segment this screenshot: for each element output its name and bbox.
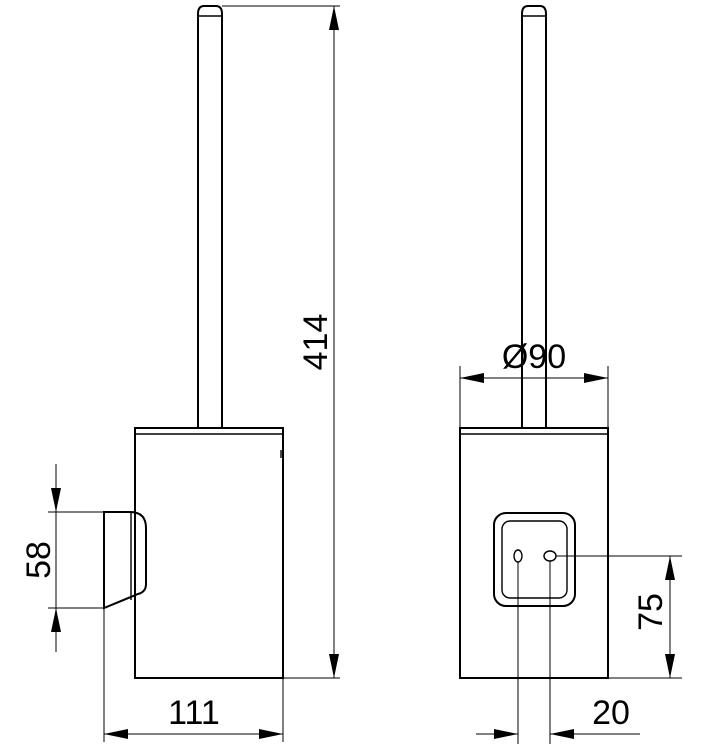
dimension-414-label: 414: [297, 314, 335, 371]
side-wall-bracket: [103, 511, 147, 610]
front-holder-box: [459, 427, 609, 679]
dimension-111-label: 111: [168, 694, 220, 732]
mounting-holes: [513, 549, 557, 563]
dimension-diameter-label: Ø90: [502, 338, 566, 376]
side-view: [103, 5, 284, 679]
dimension-hole-spacing: 20: [476, 561, 640, 744]
mounting-hole-right: [543, 550, 557, 562]
dimension-mount-height: 75: [556, 555, 682, 679]
front-brush-handle: [521, 5, 547, 429]
mounting-hole-left: [513, 549, 523, 563]
mounting-plate: [493, 512, 576, 607]
dimension-diameter: Ø90: [459, 338, 609, 428]
dimension-overall-height: 414: [222, 5, 340, 679]
front-view: [459, 5, 609, 679]
dimension-75-label: 75: [632, 593, 670, 631]
dimension-wall-projection: 111: [103, 608, 284, 742]
side-holder-box: [134, 427, 284, 679]
dimension-bracket-height: 58: [20, 464, 104, 652]
dimension-20-label: 20: [592, 694, 630, 732]
dimension-58-label: 58: [20, 541, 58, 579]
side-brush-handle: [197, 5, 223, 429]
